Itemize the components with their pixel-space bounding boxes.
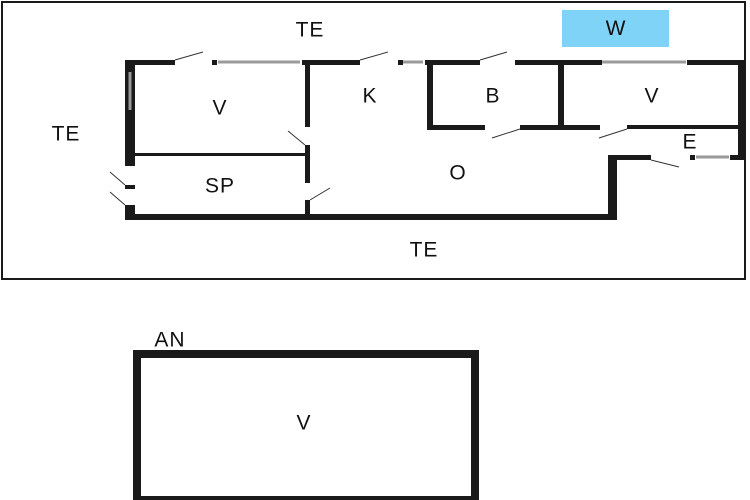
label-storage: SP (204, 174, 236, 198)
label-terrace-bottom: TE (409, 238, 439, 262)
label-entrance: E (682, 130, 698, 154)
windows (128, 60, 729, 159)
label-annex-bedroom: V (296, 411, 312, 435)
label-living-area: O (449, 161, 467, 185)
badge-label: W (605, 16, 626, 40)
label-bedroom-right: V (644, 84, 660, 108)
main-building-walls (125, 60, 745, 220)
compass-badge: W (562, 10, 669, 47)
annex-walls (133, 350, 479, 500)
label-annex: AN (154, 328, 186, 352)
label-terrace-top: TE (295, 18, 325, 42)
label-bathroom: B (485, 84, 501, 108)
door-swings (109, 51, 680, 206)
label-kitchen: K (362, 84, 378, 108)
label-terrace-left: TE (51, 122, 81, 146)
label-bedroom-left: V (212, 96, 228, 120)
